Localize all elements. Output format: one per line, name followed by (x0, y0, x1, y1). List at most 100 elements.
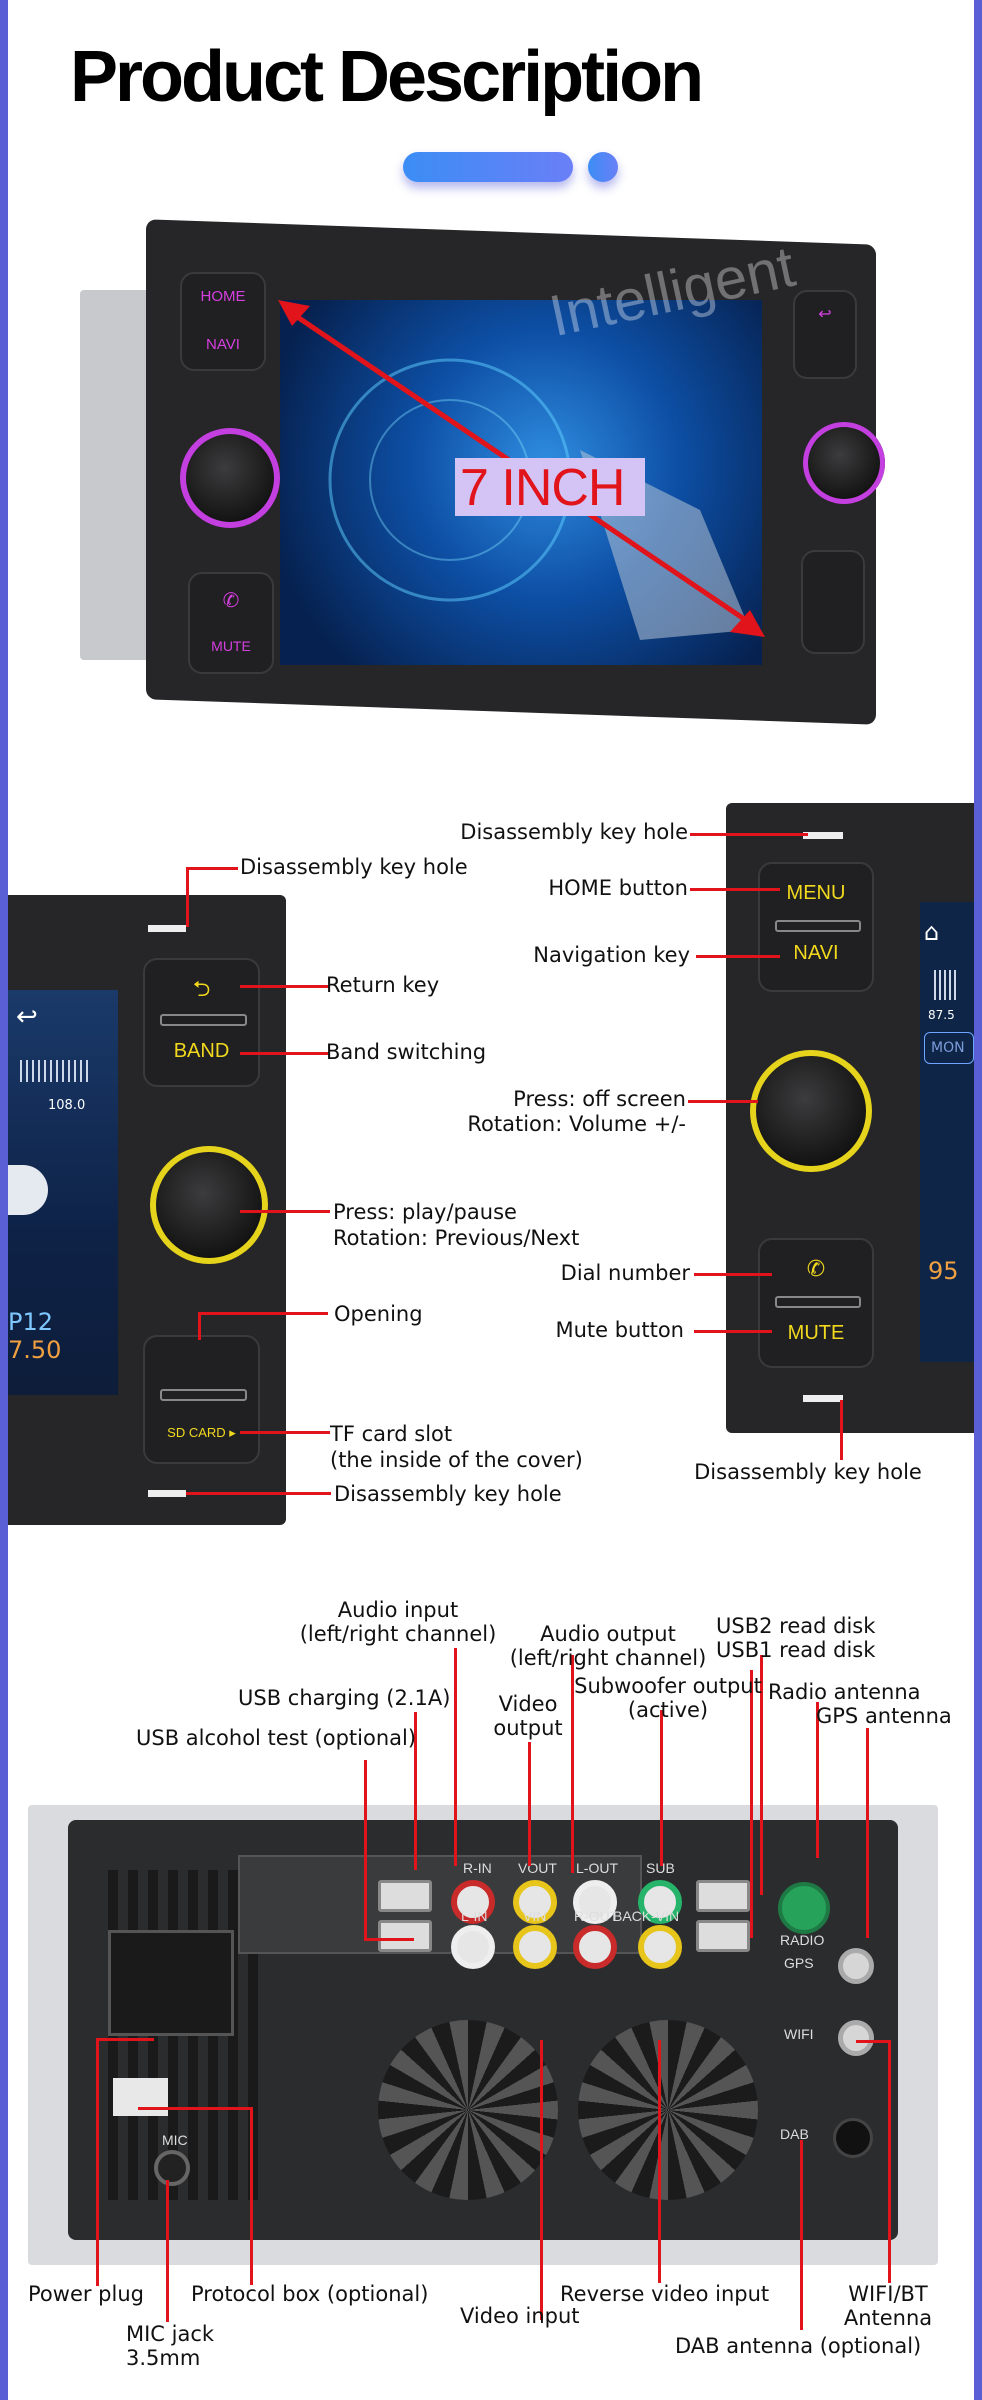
callout-line (866, 1728, 869, 1938)
key-divider (775, 920, 861, 932)
label-audio-input: Audio input (337, 1598, 459, 1622)
callout-line (540, 2040, 543, 2320)
usb-alcohol-port (378, 1920, 432, 1952)
callout-line (816, 1702, 819, 1858)
back-vin-jack (638, 1925, 682, 1969)
right-panel-screen: ⌂ 87.5 MON 95 (920, 902, 974, 1362)
port-label-lin: L-IN (461, 1908, 488, 1924)
port-label-lout: L-OUT (576, 1860, 618, 1876)
port-label-dab: DAB (780, 2126, 809, 2142)
callout-line (138, 2107, 250, 2110)
callout-line (198, 1312, 201, 1340)
key-divider (775, 1296, 861, 1308)
label-video-output-2: output (493, 1716, 563, 1740)
sub-jack (638, 1880, 682, 1924)
label-audio-output-note: (left/right channel) (509, 1646, 707, 1670)
label-opening: Opening (334, 1302, 423, 1326)
left-key-sd: SD CARD ▸ (143, 1335, 260, 1464)
label-protocol-box: Protocol box (optional) (191, 2282, 429, 2306)
hero-key-right-bottom (801, 550, 865, 654)
phone-icon: ✆ (222, 590, 240, 612)
label-reverse-video: Reverse video input (560, 2282, 770, 2306)
callout-line (660, 1710, 663, 1866)
callout-line (250, 2107, 253, 2285)
callout-line (800, 2140, 803, 2330)
vin-jack (513, 1925, 557, 1969)
callout-line (96, 2038, 154, 2041)
phone-icon: ✆ (806, 1256, 826, 1281)
callout-line (166, 2180, 169, 2322)
hero-key-mute: ✆ MUTE (188, 572, 274, 674)
callout-line (658, 2040, 661, 2283)
label-left-top-hole: Disassembly key hole (240, 855, 468, 879)
title-underline-dot (588, 152, 618, 182)
right-knob (750, 1050, 872, 1172)
label-rotation-prev-next: Rotation: Previous/Next (333, 1226, 580, 1250)
left-screen-next-button (8, 1165, 48, 1215)
port-label-rout: R-OUT (574, 1908, 619, 1924)
label-wifi-bt-1: WIFI/BT (848, 2282, 928, 2306)
left-screen-freq: 108.0 (48, 1098, 86, 1113)
band-key-label: BAND (173, 1040, 230, 1062)
right-screen-mode: MON (924, 1032, 974, 1064)
callout-line (690, 888, 780, 891)
usb2-port (696, 1880, 750, 1912)
callout-line (240, 1431, 330, 1434)
label-audio-output: Audio output (540, 1622, 676, 1646)
rout-jack (573, 1925, 617, 1969)
port-label-sub: SUB (646, 1860, 675, 1876)
hero-key-navi-label: NAVI (206, 336, 240, 353)
hero-key-home-label: HOME (200, 288, 246, 305)
label-press-off: Press: off screen (513, 1087, 686, 1111)
port-label-gps: GPS (784, 1955, 814, 1971)
callout-line (690, 833, 808, 836)
label-press-play: Press: play/pause (333, 1200, 517, 1224)
label-band-switching: Band switching (326, 1040, 487, 1064)
label-subwoofer: Subwoofer output (574, 1674, 762, 1698)
navi-key-label: NAVI (793, 942, 839, 964)
label-tf-slot-note: (the inside of the cover) (330, 1448, 583, 1472)
radio-antenna-port (778, 1882, 830, 1934)
callout-line (240, 1052, 330, 1055)
label-right-top-hole: Disassembly key hole (460, 820, 688, 844)
dab-antenna-port (833, 2118, 873, 2158)
return-arrow-icon: ⮌ (192, 976, 211, 1001)
label-gps-antenna: GPS antenna (816, 1704, 952, 1728)
callout-line (454, 1648, 457, 1866)
product-sheet: Product Description Intelligent 7 INCH H… (8, 0, 974, 2400)
right-screen-tuner-scale (934, 970, 958, 1000)
back-arrow-icon: ↩ (818, 306, 832, 323)
left-key-band: ⮌ BAND (143, 958, 260, 1087)
power-plug-connector (108, 1930, 234, 2036)
callout-line (186, 867, 238, 870)
label-mic-jack-1: MIC jack (126, 2322, 215, 2346)
callout-line (198, 1312, 328, 1315)
label-radio-antenna: Radio antenna (768, 1680, 921, 1704)
page-title: Product Description (70, 37, 704, 117)
callout-line (694, 1330, 772, 1333)
usb-charge-port (378, 1880, 432, 1912)
left-screen-tuner-scale (20, 1060, 90, 1082)
left-bottom-hole (148, 1490, 186, 1497)
hero-key-home: HOME NAVI (180, 272, 266, 371)
label-tf-slot: TF card slot (330, 1422, 453, 1446)
right-cooling-fan (578, 2020, 758, 2200)
port-label-radio: RADIO (780, 1932, 825, 1948)
lin-jack (451, 1925, 495, 1969)
right-top-hole (803, 832, 843, 839)
callout-line (528, 1742, 531, 1866)
port-label-wifi: WIFI (784, 2026, 814, 2042)
callout-line (856, 2040, 890, 2043)
menu-key-label: MENU (786, 882, 846, 904)
wifi-antenna-port (838, 2020, 874, 2056)
right-key-mute: ✆ MUTE (758, 1238, 874, 1368)
callout-line (694, 1273, 772, 1276)
callout-line (186, 867, 189, 927)
callout-line (688, 1100, 758, 1103)
hero-key-mute-label: MUTE (211, 638, 251, 654)
callout-line (840, 1400, 843, 1460)
left-screen-value: 7.50 (8, 1336, 62, 1364)
label-dab-antenna: DAB antenna (optional) (675, 2334, 922, 2358)
size-label-box (455, 458, 645, 516)
key-divider (160, 1014, 247, 1026)
